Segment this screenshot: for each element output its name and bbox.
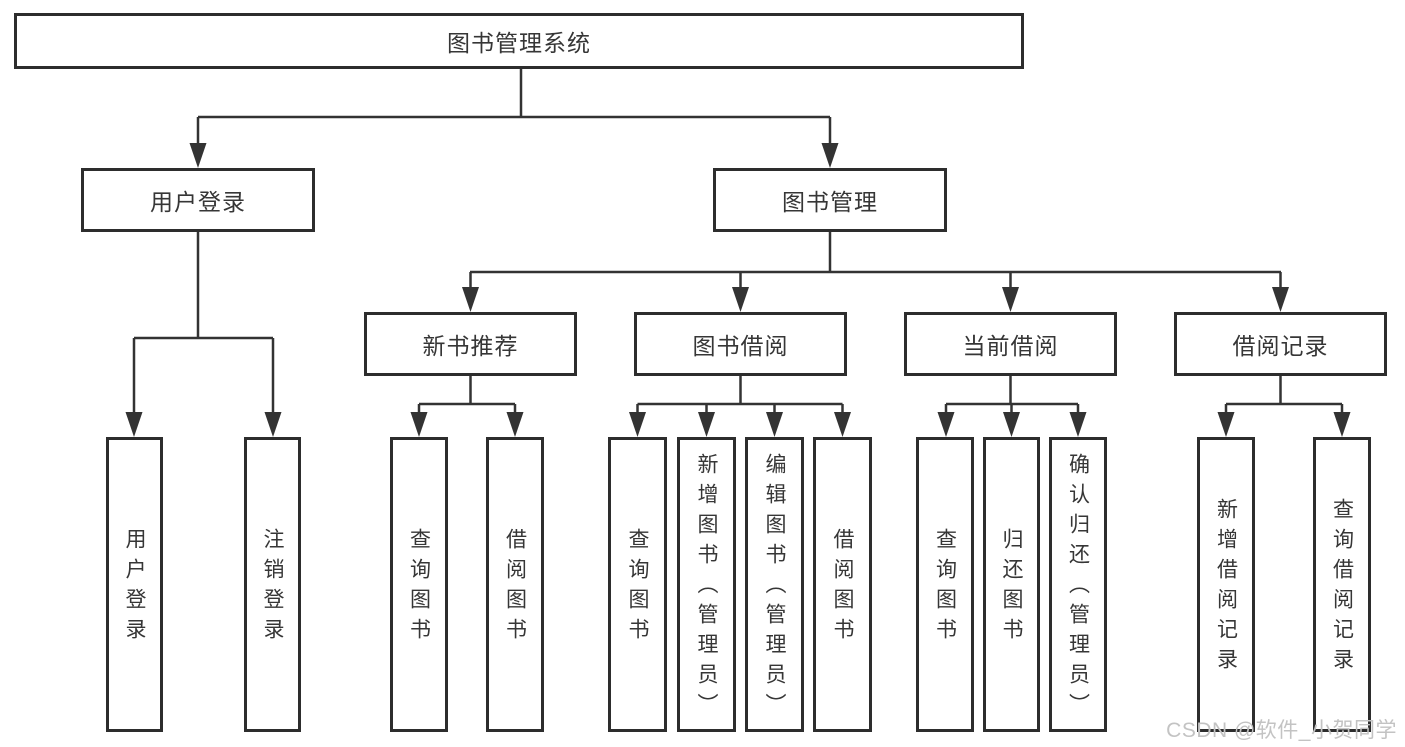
node-user-login: 用户登录 [81,168,315,232]
leaf-confirm-return-admin: 确认归还（管理员） [1049,437,1107,732]
leaf-add-books-admin: 新增图书（管理员） [677,437,736,732]
node-book-borrow: 图书借阅 [634,312,847,376]
leaf-current-query-books: 查询图书 [916,437,974,732]
leaf-recommend-borrow-books: 借阅图书 [486,437,544,732]
connector-root [196,69,832,150]
leaf-query-borrow-record: 查询借阅记录 [1313,437,1371,732]
arrowheads [125,143,1351,437]
leaf-borrow-query-books: 查询图书 [608,437,667,732]
watermark-text: CSDN @软件_小贺同学 [1166,719,1397,742]
leaf-return-books: 归还图书 [983,437,1040,732]
leaf-user-login: 用户登录 [106,437,163,732]
node-current-borrow: 当前借阅 [904,312,1117,376]
node-book-management: 图书管理 [713,168,947,232]
leaf-edit-books-admin: 编辑图书（管理员） [745,437,804,732]
node-borrow-records: 借阅记录 [1174,312,1387,376]
connector-book-management [469,232,1282,292]
connector-user-login [132,232,275,420]
node-new-book-recommend: 新书推荐 [364,312,577,376]
leaf-recommend-query-books: 查询图书 [390,437,448,732]
leaf-borrow-books: 借阅图书 [813,437,872,732]
node-library-system: 图书管理系统 [14,13,1024,69]
leaf-add-borrow-record: 新增借阅记录 [1197,437,1255,732]
leaf-logout: 注销登录 [244,437,301,732]
connector-sections [417,376,1344,420]
